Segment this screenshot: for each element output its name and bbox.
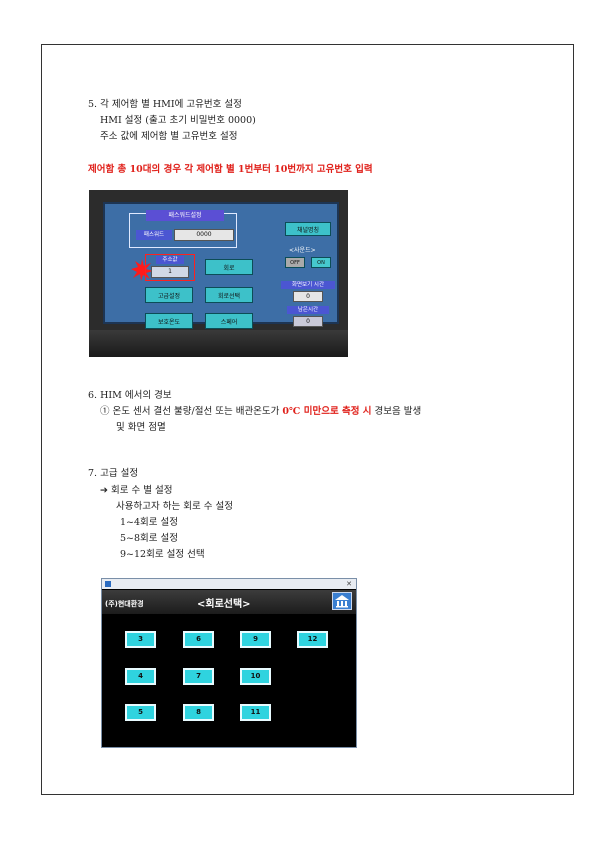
screen-view-time-field[interactable]: 0 [293, 291, 323, 302]
password-label: 패스워드 [136, 230, 172, 240]
section6-line2: 및 화면 점멸 [116, 422, 166, 433]
sound-on-button[interactable]: ON [311, 257, 331, 268]
sound-label: <사운드> [289, 247, 316, 254]
hmi-password-photo: 패스워드설정 패스워드 0000 주소값 1 회로 고급설정 회로선택 보호온도… [89, 190, 348, 357]
section7-line4: 9~12회로 설정 선택 [120, 549, 205, 560]
close-icon[interactable]: ✕ [346, 580, 352, 588]
remaining-time-label: 남은시간 [287, 306, 329, 314]
sound-off-button[interactable]: OFF [285, 257, 305, 268]
section7-line2: 1~4회로 설정 [120, 517, 179, 528]
circuit-9-button[interactable]: 9 [240, 631, 271, 648]
section7-heading: 7. 고급 설정 [88, 468, 139, 479]
circuit-10-button[interactable]: 10 [240, 668, 271, 685]
section7-line3: 5~8회로 설정 [120, 533, 179, 544]
hmi-screen: 패스워드설정 패스워드 0000 주소값 1 회로 고급설정 회로선택 보호온도… [103, 202, 339, 329]
circuit-12-button[interactable]: 12 [297, 631, 328, 648]
protect-temp-button[interactable]: 보호온도 [145, 313, 193, 329]
circuit-select-button[interactable]: 회로선택 [205, 287, 253, 303]
screen-view-time-label: 화면보기 시간 [281, 281, 335, 289]
channel-name-button[interactable]: 채널명칭 [285, 222, 331, 236]
spare-button[interactable]: 스페어 [205, 313, 253, 329]
remaining-time-field: 0 [293, 316, 323, 327]
window-header [102, 590, 356, 614]
address-field[interactable]: 1 [151, 266, 189, 278]
section6-line1-suffix: 경보음 발생 [371, 406, 422, 417]
section5-heading: 5. 각 제어함 별 HMI에 고유번호 설정 [88, 99, 242, 110]
circuit-8-button[interactable]: 8 [183, 704, 214, 721]
section6-line1-highlight: 0℃ 미만으로 측정 시 [282, 406, 372, 417]
circuit-6-button[interactable]: 6 [183, 631, 214, 648]
section5-note: 제어함 총 10대의 경우 각 제어함 별 1번부터 10번까지 고유번호 입력 [88, 164, 373, 175]
circuit-select-window: ✕ (주)현대환경 <회로선택> 3 6 9 12 4 7 10 5 8 11 [101, 578, 357, 748]
advanced-settings-button[interactable]: 고급설정 [145, 287, 193, 303]
section6-line1-prefix: ① 온도 센서 결선 불량/절선 또는 배관온도가 [100, 406, 283, 417]
section6-line1: ① 온도 센서 결선 불량/절선 또는 배관온도가 0℃ 미만으로 측정 시 경… [100, 406, 421, 418]
section5-line1: HMI 설정 (출고 초기 비밀번호 0000) [100, 115, 256, 126]
section7-line1: 사용하고자 하는 회로 수 설정 [116, 501, 233, 512]
circuit-button[interactable]: 회로 [205, 259, 253, 275]
circuit-7-button[interactable]: 7 [183, 668, 214, 685]
password-panel: 패스워드설정 패스워드 0000 [129, 210, 237, 248]
company-name: (주)현대환경 [105, 600, 144, 608]
address-highlight-box: 주소값 1 [145, 254, 195, 281]
section5-line2: 주소 값에 제어함 별 고유번호 설정 [100, 131, 238, 142]
window-title: <회로선택> [197, 599, 251, 610]
password-panel-title: 패스워드설정 [146, 210, 224, 221]
circuit-5-button[interactable]: 5 [125, 704, 156, 721]
password-field[interactable]: 0000 [174, 229, 234, 241]
highlight-burst-icon [131, 259, 153, 281]
section7-arrow-line: ➔ 회로 수 별 설정 [100, 485, 173, 496]
page-border [41, 44, 574, 795]
circuit-11-button[interactable]: 11 [240, 704, 271, 721]
circuit-3-button[interactable]: 3 [125, 631, 156, 648]
hmi-bezel [89, 330, 348, 357]
section6-heading: 6. HIM 에서의 경보 [88, 390, 172, 401]
circuit-4-button[interactable]: 4 [125, 668, 156, 685]
address-label: 주소값 [156, 256, 184, 264]
home-icon-shape [335, 595, 349, 608]
home-icon[interactable] [332, 592, 352, 610]
window-titlebar: ✕ [102, 579, 356, 589]
app-icon [105, 581, 111, 587]
